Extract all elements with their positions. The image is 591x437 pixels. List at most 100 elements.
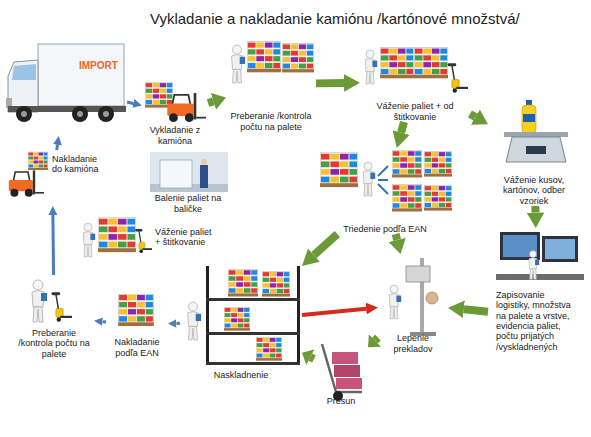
pallet [392,185,422,212]
loading-station: Nakladanie podľa EAN [106,292,168,358]
worker [529,251,539,280]
station-caption: Nakladanie podľa EAN [106,337,168,358]
station-caption: Preberanie /kontrola počtu na palete [226,111,316,132]
pallet-weighing-left-illustration [83,218,152,257]
carton [334,365,360,377]
worker [232,45,246,83]
station-caption: Preberanie /kontrola počtu na palete [14,328,94,359]
station-caption: Lepenie prekladov [378,333,448,354]
flow-arrow [375,338,378,341]
station-caption: Presun [314,396,368,406]
hand-truck [322,344,362,392]
worker [363,162,375,196]
flow-arrow [396,234,397,240]
carton [332,352,358,364]
flow-arrow [464,309,488,312]
wrapping-station: Balenie paliet na baličke [140,150,236,214]
forklift [9,170,44,196]
flow-arrow [176,322,180,325]
worker [188,302,202,340]
receiving-station: Preberanie /kontrola počtu na palete [14,275,94,359]
worker [365,50,377,84]
diagram-title: Vykladanie a nakladanie kamiónu /kartóno… [150,10,520,27]
pallet [224,307,250,330]
labeling-illustration [389,258,438,336]
receiving-station: Preberanie /kontrola počtu na palete [226,36,316,132]
flow-arrow [127,102,133,103]
records-station: Zapisovanie logistiky, množstva na palet… [488,228,588,406]
receiving-left-illustration [32,280,72,322]
wrapped-pallet [160,160,192,188]
station-caption: Váženie paliet + od štitkovanie [360,101,470,122]
sorting-station: Triedenie podľa EAN [315,148,455,234]
monitor [542,236,578,262]
flow-arrow [316,79,344,87]
flow-arrow [208,101,213,103]
truck-loading-illustration [9,152,48,197]
unloading-illustration [145,82,206,122]
forklift [167,93,206,122]
truck-cargo-box [38,44,124,106]
worker-body [200,165,208,188]
shelf-post [206,266,209,364]
flow-arrow [314,234,337,255]
desk [496,274,584,280]
shelf-board [206,298,300,301]
truck-node: IMPORT [5,40,127,136]
shelf-post [297,266,300,364]
station-caption: Váženie kusov, kartónov, odber vzoriek [488,175,580,206]
shelf-illustration [188,266,300,365]
pallet [392,151,422,178]
pallet [247,42,281,73]
storage-station: Naskladnenie [180,262,302,380]
station-caption: Naskladnenie [180,370,302,380]
sorting-illustration [320,151,452,212]
scale-display [526,146,546,154]
worker [83,223,95,257]
flow-arrow [51,215,55,275]
wheel [98,106,114,122]
pallet-jack [135,229,152,253]
pallet [320,153,358,187]
sort-arrows [378,166,388,194]
flow-arrow [531,206,539,213]
wheel [16,106,32,122]
shelf-board [206,362,300,365]
station-caption: Balenie paliet na baličke [140,193,236,214]
scale-body [506,137,566,162]
label-printer [406,266,430,282]
computer-illustration [496,232,584,280]
labeling-station: Lepenie prekladov [378,254,448,354]
flow-arrow [401,122,404,133]
transfer-station: Presun [314,340,368,406]
pallet [28,152,48,170]
bottle-label [523,114,535,122]
flow-arrow [310,357,314,359]
pallet [228,270,258,297]
pallet [424,151,452,176]
worker-head [201,159,207,165]
flow-arrow [470,114,475,117]
bottle [522,105,536,133]
hub [77,111,83,117]
scale-plate [504,132,568,137]
pallet-weighing-station: Váženie paliet + štitkovanie [75,215,215,261]
cart-illustration [322,344,362,401]
worker [389,285,401,319]
shelf-board [206,332,300,335]
piece-weighing-station: Váženie kusov, kartónov, odber vzoriek [488,96,580,206]
pallet [414,48,448,79]
screen [545,239,575,259]
photo-background [150,152,228,192]
flow-arrow [302,309,366,315]
pallet-jack [51,292,72,321]
pallet [424,185,452,210]
truck-window [12,64,36,80]
carton [336,378,362,389]
wrapping-photo [150,152,228,192]
unloading-station: Vykladanie z kamióna [142,80,208,146]
hub [21,111,27,117]
station-caption: Nakladanie do kamióna [52,154,100,175]
